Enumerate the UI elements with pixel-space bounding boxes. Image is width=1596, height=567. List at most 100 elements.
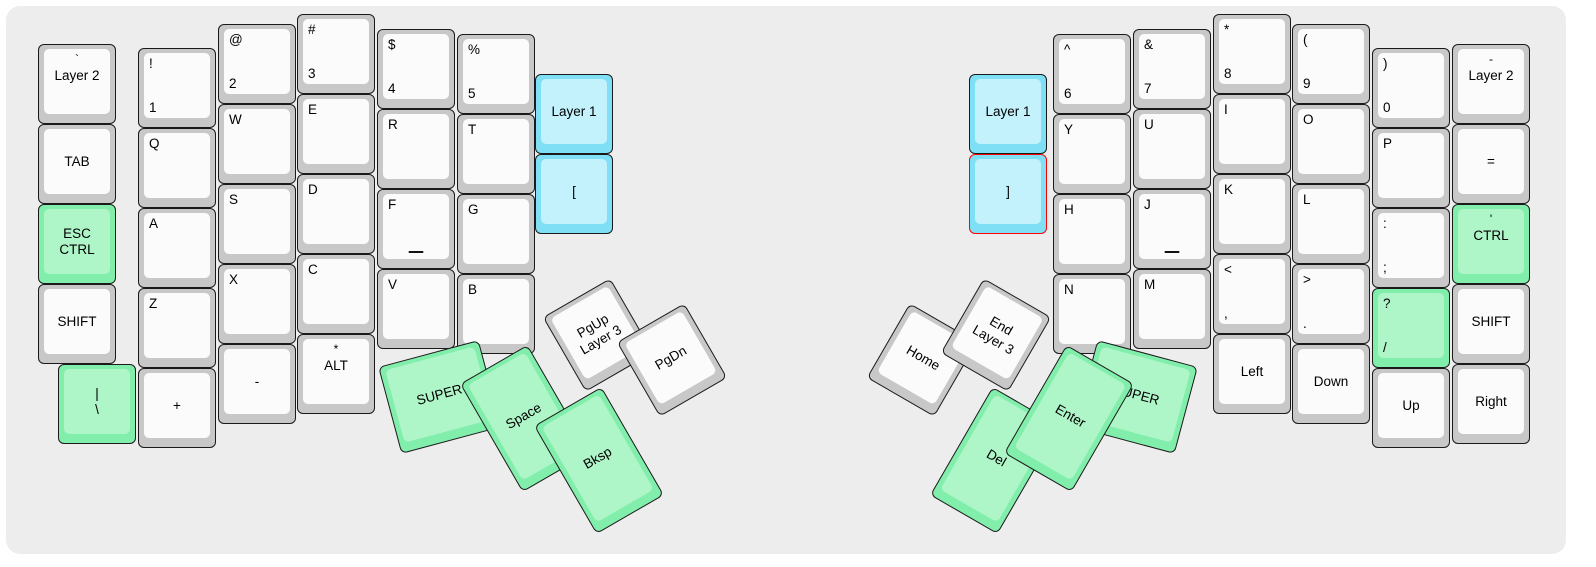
- key-equals[interactable]: =: [1452, 124, 1530, 204]
- key-s[interactable]: S: [218, 184, 296, 264]
- key-legend-bottom: Layer 2: [1468, 68, 1514, 83]
- key-dollar-4[interactable]: $4: [377, 29, 455, 109]
- key-a[interactable]: A: [138, 208, 216, 288]
- key-l[interactable]: L: [1292, 184, 1370, 264]
- key-legend-top: ^: [1064, 42, 1071, 57]
- key-w[interactable]: W: [218, 104, 296, 184]
- key-minus[interactable]: -: [218, 344, 296, 424]
- key-g[interactable]: G: [457, 194, 535, 274]
- keycap-face: !1: [144, 53, 210, 118]
- keycap-face: H: [1059, 199, 1125, 264]
- key-o[interactable]: O: [1292, 104, 1370, 184]
- keycap-face: +: [144, 373, 210, 438]
- key-plus[interactable]: +: [138, 368, 216, 448]
- key-legend: I: [1224, 102, 1228, 117]
- key-legend: Right: [1475, 393, 1507, 409]
- key-paren-0[interactable]: )0: [1372, 48, 1450, 128]
- key-caret-6[interactable]: ^6: [1053, 34, 1131, 114]
- key-u[interactable]: U: [1133, 109, 1211, 189]
- key-b[interactable]: B: [457, 274, 535, 354]
- key-percent-5[interactable]: %5: [457, 34, 535, 114]
- key-up-arrow[interactable]: Up: [1372, 368, 1450, 448]
- keycap-face: 'CTRL: [1458, 209, 1524, 274]
- key-legend: C: [308, 262, 318, 277]
- keycap-face: Right: [1458, 369, 1524, 434]
- keycap-face: SHIFT: [44, 289, 110, 354]
- keycap-face: L: [1298, 189, 1364, 254]
- keycap-face: ?/: [1378, 293, 1444, 358]
- key-legend: Enter: [1052, 401, 1089, 431]
- key-z[interactable]: Z: [138, 288, 216, 368]
- key-t[interactable]: T: [457, 114, 535, 194]
- key-shift-left[interactable]: SHIFT: [38, 284, 116, 364]
- key-legend-top: <: [1224, 262, 1232, 277]
- key-exclaim-1[interactable]: !1: [138, 48, 216, 128]
- key-legend: B: [468, 282, 478, 297]
- key-d[interactable]: D: [297, 174, 375, 254]
- keycap-face: Y: [1059, 119, 1125, 184]
- key-n[interactable]: N: [1053, 274, 1131, 354]
- keycap-face: R: [383, 114, 449, 179]
- key-m[interactable]: M: [1133, 269, 1211, 349]
- key-v[interactable]: V: [377, 269, 455, 349]
- key-h[interactable]: H: [1053, 194, 1131, 274]
- key-layer1-left[interactable]: Layer 1: [535, 74, 613, 154]
- key-less-comma[interactable]: <,: [1213, 254, 1291, 334]
- key-quote-ctrl[interactable]: 'CTRL: [1452, 204, 1530, 284]
- homing-bar-icon: [408, 251, 424, 253]
- key-hash-3[interactable]: #3: [297, 14, 375, 94]
- keycap-face: *ALT: [303, 339, 369, 404]
- key-legend-bottom: 0: [1383, 100, 1391, 115]
- key-layer1-right[interactable]: Layer 1: [969, 74, 1047, 154]
- keycap-face: - Layer 2: [1458, 49, 1524, 114]
- key-i[interactable]: I: [1213, 94, 1291, 174]
- key-j[interactable]: J: [1133, 189, 1211, 269]
- key-q[interactable]: Q: [138, 128, 216, 208]
- key-ampersand-7[interactable]: &7: [1133, 29, 1211, 109]
- key-p[interactable]: P: [1372, 128, 1450, 208]
- key-paren-9[interactable]: (9: [1292, 24, 1370, 104]
- key-colon-semicolon[interactable]: :;: [1372, 208, 1450, 288]
- keycap-face: <,: [1219, 259, 1285, 324]
- keycap-face: F: [383, 194, 449, 259]
- key-layer2-grave[interactable]: `Layer 2: [38, 44, 116, 124]
- key-e[interactable]: E: [297, 94, 375, 174]
- key-c[interactable]: C: [297, 254, 375, 334]
- key-legend: E: [308, 102, 318, 117]
- key-pipe-backslash[interactable]: | \: [58, 364, 136, 444]
- key-greater-period[interactable]: >.: [1292, 264, 1370, 344]
- key-layer2-minus[interactable]: - Layer 2: [1452, 44, 1530, 124]
- key-legend-top: @: [229, 32, 243, 47]
- key-x[interactable]: X: [218, 264, 296, 344]
- key-legend: Layer 1: [551, 103, 597, 119]
- key-legend: -: [254, 373, 260, 389]
- key-legend: ESC CTRL: [59, 226, 95, 257]
- key-legend-top: -: [1489, 52, 1493, 66]
- key-esc-ctrl[interactable]: ESC CTRL: [38, 204, 116, 284]
- key-bracket-left[interactable]: [: [535, 154, 613, 234]
- key-shift-right[interactable]: SHIFT: [1452, 284, 1530, 364]
- key-legend: +: [173, 397, 181, 413]
- key-down-arrow[interactable]: Down: [1292, 344, 1370, 424]
- key-alt[interactable]: *ALT: [297, 334, 375, 414]
- key-k[interactable]: K: [1213, 174, 1291, 254]
- key-legend: Y: [1064, 122, 1074, 137]
- key-r[interactable]: R: [377, 109, 455, 189]
- key-right-arrow[interactable]: Right: [1452, 364, 1530, 444]
- key-left-arrow[interactable]: Left: [1213, 334, 1291, 414]
- key-legend: D: [308, 182, 318, 197]
- key-legend-top: `: [75, 52, 79, 66]
- key-legend-top: :: [1383, 216, 1387, 231]
- keycap-face: D: [303, 179, 369, 244]
- key-f[interactable]: F: [377, 189, 455, 269]
- key-bracket-right[interactable]: ]: [969, 154, 1047, 234]
- keycap-face: =: [1458, 129, 1524, 194]
- key-legend: X: [229, 272, 239, 287]
- key-y[interactable]: Y: [1053, 114, 1131, 194]
- key-at-2[interactable]: @2: [218, 24, 296, 104]
- key-asterisk-8[interactable]: *8: [1213, 14, 1291, 94]
- keycap-face: %5: [463, 39, 529, 104]
- key-tab[interactable]: TAB: [38, 124, 116, 204]
- key-question-slash[interactable]: ?/: [1372, 288, 1450, 368]
